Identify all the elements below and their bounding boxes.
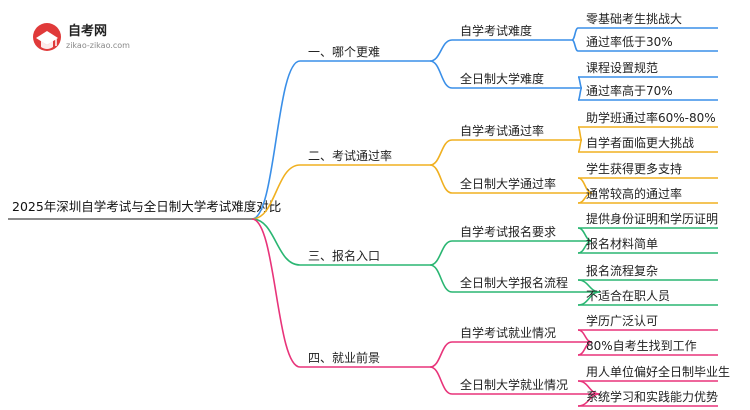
topic-label: 全日制大学难度: [460, 71, 544, 86]
branch-label: 三、报名入口: [308, 248, 380, 263]
leaf-node[interactable]: 80%自考生找到工作: [578, 339, 718, 356]
edge-branch-to-topic: [429, 341, 453, 368]
leaf-node[interactable]: 通过率低于30%: [578, 34, 718, 52]
leaf-label: 课程设置规范: [586, 60, 658, 75]
edge-topic-to-leaf: [577, 87, 583, 101]
topic-node[interactable]: 自学考试通过率: [452, 123, 582, 141]
logo-icon: [33, 23, 61, 51]
edge-branch-to-topic: [429, 264, 453, 293]
leaf-label: 80%自考生找到工作: [586, 339, 697, 353]
edge-root-to-branch: [251, 60, 301, 220]
leaf-node[interactable]: 报名材料简单: [578, 236, 718, 254]
branch-node[interactable]: 三、报名入口: [300, 248, 430, 266]
edge-topic-to-leaf: [577, 126, 583, 141]
leaf-node[interactable]: 报名流程复杂: [578, 263, 718, 281]
topic-node[interactable]: 自学考试难度: [452, 23, 572, 41]
edge-root-to-branch: [251, 218, 301, 368]
topic-label: 自学考试就业情况: [460, 325, 556, 340]
topic-node[interactable]: 全日制大学难度: [452, 71, 582, 89]
topic-label: 全日制大学通过率: [460, 176, 556, 191]
leaf-label: 系统学习和实践能力优势: [586, 389, 718, 404]
connector-layer: [251, 27, 601, 407]
edge-root-to-branch: [251, 218, 301, 266]
leaf-label: 学历广泛认可: [586, 313, 658, 328]
leaf-label: 助学班通过率60%-80%: [586, 110, 716, 125]
edge-root-to-branch: [251, 164, 301, 220]
topic-node[interactable]: 全日制大学通过率: [452, 176, 592, 194]
leaf-node[interactable]: 系统学习和实践能力优势: [578, 389, 718, 407]
leaf-node[interactable]: 通常较高的通过率: [578, 186, 718, 204]
leaf-node[interactable]: 用人单位偏好全日制毕业生: [578, 364, 730, 382]
branch-label: 四、就业前景: [308, 350, 380, 365]
topic-label: 全日制大学就业情况: [460, 377, 568, 392]
edge-topic-to-leaf: [577, 76, 583, 89]
branch-node[interactable]: 四、就业前景: [300, 350, 430, 368]
leaf-node[interactable]: 自学者面临更大挑战: [578, 135, 718, 153]
leaf-label: 报名材料简单: [586, 236, 658, 251]
topic-node[interactable]: 全日制大学报名流程: [452, 275, 600, 293]
logo-url: zikao-zikao.com: [66, 41, 130, 50]
leaf-node[interactable]: 学生获得更多支持: [578, 161, 718, 179]
leaf-node[interactable]: 零基础考生挑战大: [578, 12, 718, 29]
topic-label: 自学考试通过率: [460, 123, 544, 138]
logo-name: 自考网: [68, 23, 107, 39]
leaf-node[interactable]: 课程设置规范: [578, 60, 718, 78]
branch-node[interactable]: 二、考试通过率: [300, 148, 430, 166]
edge-branch-to-topic: [429, 39, 453, 62]
edge-topic-to-leaf: [571, 39, 579, 52]
edge-branch-to-topic: [429, 139, 453, 166]
topic-node[interactable]: 自学考试报名要求: [452, 224, 592, 242]
edge-topic-to-leaf: [577, 139, 583, 153]
branch-label: 二、考试通过率: [308, 148, 392, 163]
leaf-node[interactable]: 助学班通过率60%-80%: [578, 110, 718, 128]
leaf-node[interactable]: 提供身份证明和学历证明: [578, 211, 718, 229]
leaf-node[interactable]: 不适合在职人员: [578, 288, 718, 306]
leaf-label: 通常较高的通过率: [586, 186, 682, 201]
leaf-label: 自学者面临更大挑战: [586, 135, 694, 150]
edge-branch-to-topic: [429, 164, 453, 194]
edge-topic-to-leaf: [571, 27, 579, 41]
edge-branch-to-topic: [429, 366, 453, 395]
branch-label: 一、哪个更难: [308, 45, 380, 59]
leaf-label: 用人单位偏好全日制毕业生: [586, 364, 730, 379]
leaf-node[interactable]: 通过率高于70%: [578, 83, 718, 101]
leaf-label: 零基础考生挑战大: [586, 12, 682, 26]
leaf-label: 提供身份证明和学历证明: [586, 211, 718, 226]
leaf-label: 学生获得更多支持: [586, 161, 682, 176]
leaf-label: 不适合在职人员: [586, 288, 670, 303]
branch-node[interactable]: 一、哪个更难: [300, 45, 430, 62]
site-logo[interactable]: 自考网 zikao-zikao.com: [33, 23, 130, 51]
topic-label: 自学考试报名要求: [460, 224, 556, 239]
topic-node[interactable]: 全日制大学就业情况: [452, 377, 600, 395]
topic-label: 自学考试难度: [460, 23, 532, 38]
leaf-node[interactable]: 学历广泛认可: [578, 313, 718, 331]
leaf-label: 通过率低于30%: [586, 34, 673, 49]
leaf-label: 报名流程复杂: [586, 263, 658, 278]
root-node[interactable]: 2025年深圳自学考试与全日制大学考试难度对比: [8, 199, 281, 220]
leaf-label: 通过率高于70%: [586, 83, 673, 98]
edge-branch-to-topic: [429, 240, 453, 266]
topic-label: 全日制大学报名流程: [460, 275, 568, 290]
edge-branch-to-topic: [429, 60, 453, 89]
topic-node[interactable]: 自学考试就业情况: [452, 325, 592, 343]
root-label: 2025年深圳自学考试与全日制大学考试难度对比: [12, 199, 281, 214]
